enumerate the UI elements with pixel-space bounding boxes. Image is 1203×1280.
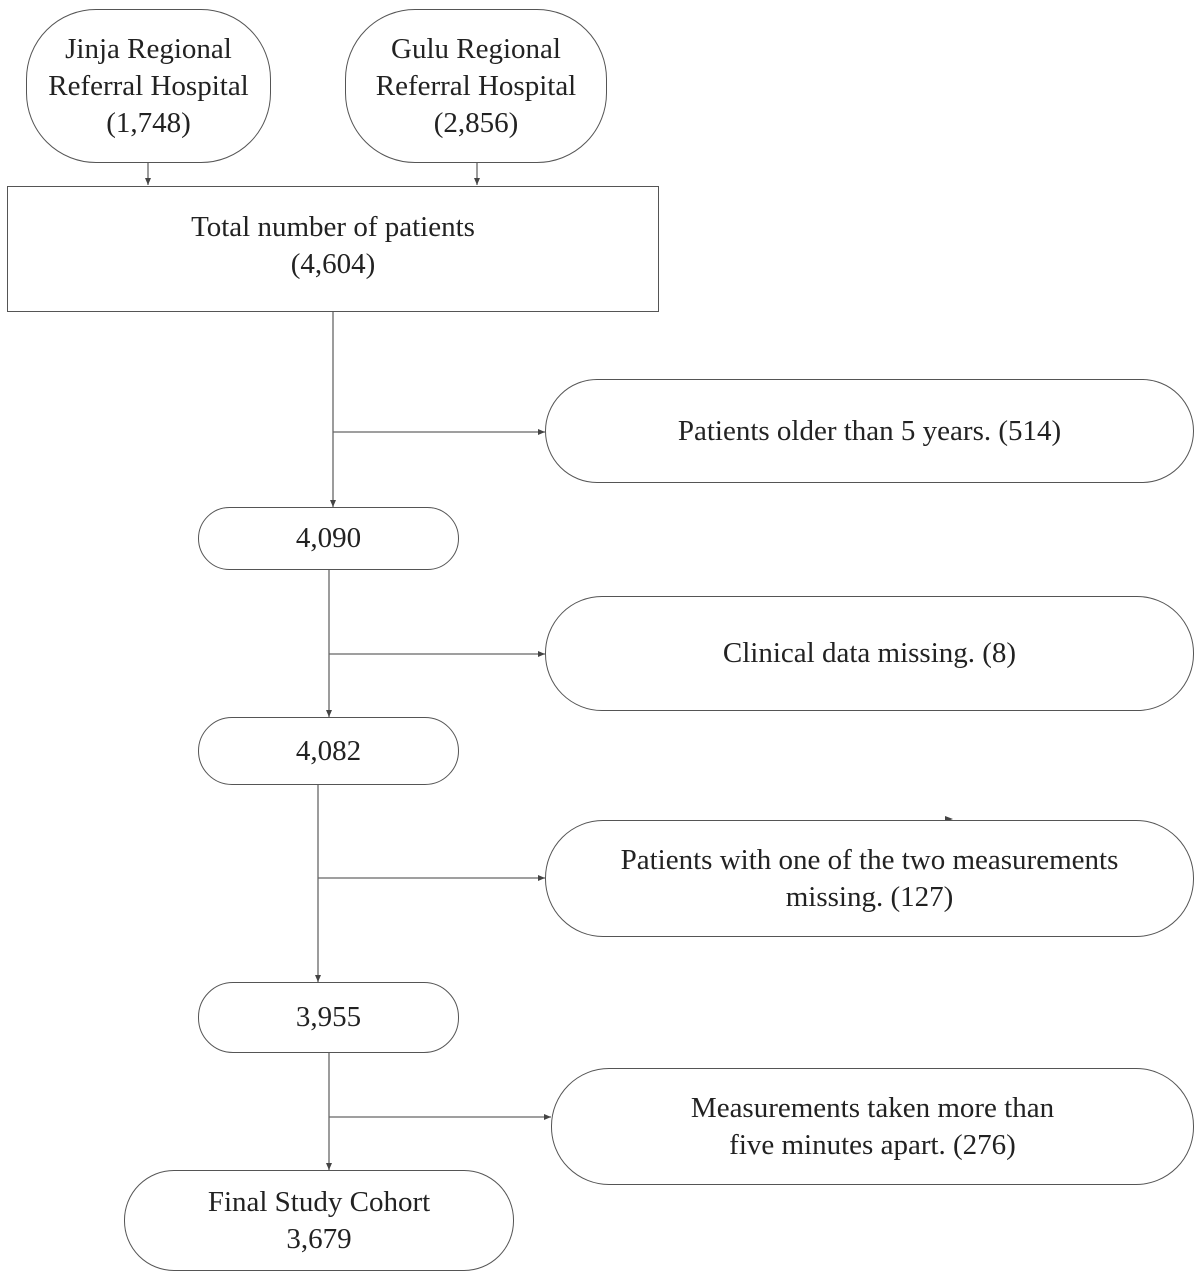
source-jinja-box: Jinja Regional Referral Hospital (1,748) [26, 9, 271, 163]
step-count-4090: 4,090 [295, 522, 362, 554]
exclusion-1-text: Patients older than 5 years. (514) [677, 414, 1062, 447]
step-box-3955: 3,955 [198, 982, 459, 1053]
exclusion-3-line1: Patients with one of the two measurement… [620, 843, 1119, 876]
exclusion-box-4: Measurements taken more than five minute… [551, 1068, 1194, 1185]
final-cohort-count: 3,679 [286, 1222, 352, 1255]
source-gulu-line1: Gulu Regional [391, 32, 561, 65]
total-patients-box: Total number of patients (4,604) [7, 186, 659, 312]
exclusion-2-text: Clinical data missing. (8) [722, 637, 1017, 669]
source-gulu-line2: Referral Hospital [375, 69, 577, 102]
exclusion-box-2: Clinical data missing. (8) [545, 596, 1194, 711]
exclusion-box-3: Patients with one of the two measurement… [545, 820, 1194, 937]
source-jinja-count: (1,748) [106, 106, 191, 139]
source-jinja-line2: Referral Hospital [48, 69, 249, 102]
final-cohort-box: Final Study Cohort 3,679 [124, 1170, 514, 1271]
exclusion-3-line2: missing. (127) [785, 880, 954, 913]
step-count-3955: 3,955 [295, 1001, 362, 1033]
source-gulu-box: Gulu Regional Referral Hospital (2,856) [345, 9, 607, 163]
source-gulu-count: (2,856) [433, 106, 519, 139]
step-box-4082: 4,082 [198, 717, 459, 785]
source-jinja-line1: Jinja Regional [65, 32, 232, 65]
exclusion-4-line1: Measurements taken more than [690, 1091, 1055, 1124]
step-box-4090: 4,090 [198, 507, 459, 570]
final-cohort-label: Final Study Cohort [207, 1185, 431, 1218]
total-patients-count: (4,604) [290, 248, 376, 280]
step-count-4082: 4,082 [295, 734, 362, 767]
exclusion-box-1: Patients older than 5 years. (514) [545, 379, 1194, 483]
exclusion-4-line2: five minutes apart. (276) [729, 1128, 1016, 1161]
total-patients-label: Total number of patients [191, 211, 475, 243]
